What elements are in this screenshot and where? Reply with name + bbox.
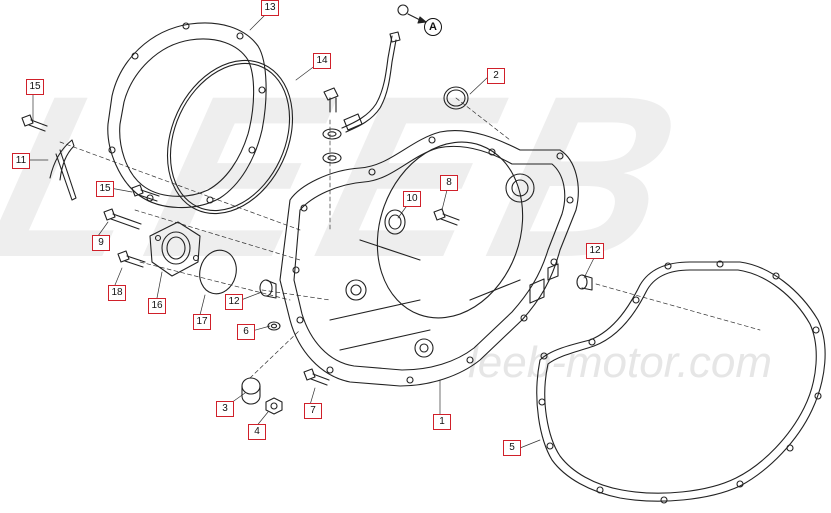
callout-3[interactable]: 3 — [216, 401, 234, 417]
callout-7[interactable]: 7 — [304, 403, 322, 419]
o-ring-part-17 — [199, 249, 237, 295]
callout-17[interactable]: 17 — [193, 314, 211, 330]
callout-2[interactable]: 2 — [487, 68, 505, 84]
callout-15-lower[interactable]: 15 — [96, 181, 114, 197]
plug-part-2 — [443, 86, 469, 110]
bolt-part-7 — [303, 368, 330, 386]
callout-15-top[interactable]: 15 — [26, 79, 44, 95]
seal-part-10 — [384, 209, 406, 235]
bolt-part-15-top — [21, 114, 48, 132]
callout-5[interactable]: 5 — [503, 440, 521, 456]
callout-13[interactable]: 13 — [261, 0, 279, 16]
washer-part-6 — [267, 321, 281, 331]
o-ring-part-14 — [166, 59, 294, 215]
callout-12-left[interactable]: 12 — [225, 294, 243, 310]
callout-4[interactable]: 4 — [248, 424, 266, 440]
leader-lines — [25, 11, 761, 449]
gasket-part-5 — [536, 260, 826, 504]
bolt-part-15-lower — [131, 184, 160, 202]
bolt-part-9 — [103, 208, 142, 230]
callout-18[interactable]: 18 — [108, 285, 126, 301]
callout-12-right[interactable]: 12 — [586, 243, 604, 259]
callout-1[interactable]: 1 — [433, 414, 451, 430]
clutch-cover-part-1 — [279, 130, 579, 387]
callout-9[interactable]: 9 — [92, 235, 110, 251]
bolt-part-8 — [433, 208, 460, 226]
reference-marker-a[interactable]: A — [424, 18, 442, 36]
nut-part-4 — [265, 397, 283, 415]
clip-part-11 — [49, 139, 77, 201]
callout-16[interactable]: 16 — [148, 298, 166, 314]
callout-8[interactable]: 8 — [440, 175, 458, 191]
flange-part-16 — [149, 221, 201, 277]
outer-cover-part-13 — [107, 22, 267, 209]
callout-14[interactable]: 14 — [313, 53, 331, 69]
callout-10[interactable]: 10 — [403, 191, 421, 207]
spacer-part-3 — [241, 377, 261, 405]
dowel-part-12-left — [259, 279, 277, 299]
banjo-bolt-assembly — [322, 4, 427, 164]
callout-6[interactable]: 6 — [237, 324, 255, 340]
bolt-part-18 — [117, 250, 146, 268]
dowel-part-12-right — [576, 274, 593, 291]
callout-11[interactable]: 11 — [12, 153, 30, 169]
